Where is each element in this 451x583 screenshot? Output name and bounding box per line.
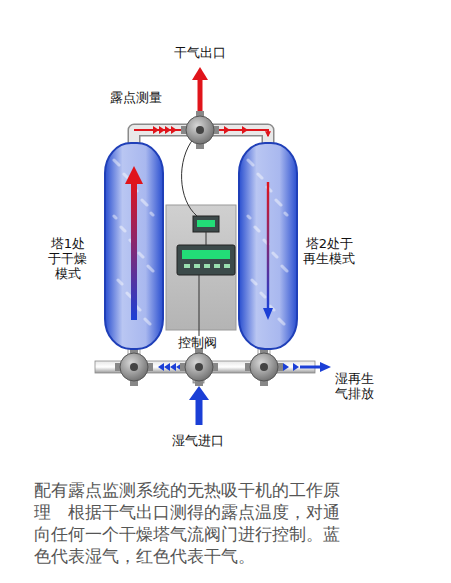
tower-vessel bbox=[104, 142, 164, 350]
control-panel bbox=[166, 205, 236, 330]
valve-wire bbox=[199, 275, 200, 336]
wet-inlet-arrowhead bbox=[189, 386, 209, 400]
valve bbox=[181, 111, 219, 149]
sensor-wire bbox=[206, 232, 207, 245]
part-label: 湿再生气排放 bbox=[335, 372, 377, 402]
desiccant-tower: 塔2处于再生模式 bbox=[238, 142, 298, 350]
part-label: 控制阀 bbox=[178, 336, 217, 351]
dry-flow-chevrons bbox=[153, 126, 248, 134]
figure-caption: 配有露点监测系统的无热吸干机的工作原理 根据干气出口测得的露点温度，对通向任何一… bbox=[34, 479, 346, 567]
desiccant-tower: 塔1处于干燥模式 bbox=[104, 142, 164, 350]
controller-screen bbox=[182, 250, 230, 259]
controller-buttons bbox=[184, 264, 230, 268]
valve bbox=[115, 348, 153, 386]
wet-inlet-arrow bbox=[196, 398, 203, 425]
purge-exhaust-arrowhead bbox=[320, 362, 331, 372]
valve bbox=[180, 348, 218, 386]
tower-label: 塔2处于再生模式 bbox=[302, 237, 357, 267]
tower-vessel bbox=[238, 142, 298, 350]
part-label: 湿气进口 bbox=[172, 434, 224, 449]
valve bbox=[245, 348, 283, 386]
tower-label: 塔1处于干燥模式 bbox=[47, 237, 89, 282]
dry-outlet-arrow bbox=[198, 78, 203, 112]
dewpoint-screen bbox=[197, 220, 215, 227]
sensor-wire bbox=[182, 138, 197, 216]
purge-exhaust-arrow bbox=[300, 366, 322, 369]
part-label: 干气出口 bbox=[174, 46, 226, 61]
dry-outlet-arrowhead bbox=[192, 67, 208, 80]
controller bbox=[177, 245, 235, 275]
part-label: 露点测量 bbox=[110, 91, 162, 106]
dewpoint-display bbox=[193, 216, 219, 232]
